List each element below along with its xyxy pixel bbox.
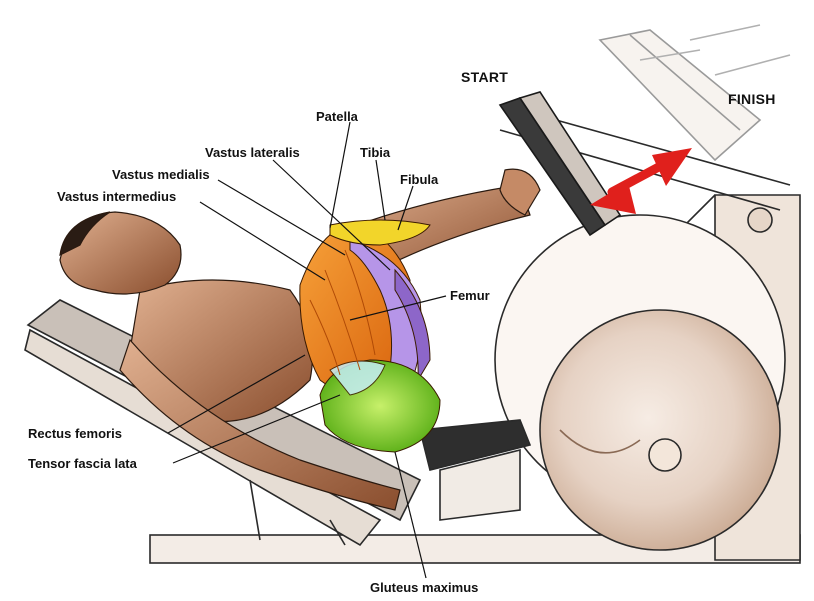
- finish-label: FINISH: [728, 92, 776, 106]
- thigh-muscles: [300, 220, 440, 452]
- vastus-medialis-label: Vastus medialis: [112, 168, 210, 181]
- patella-label: Patella: [316, 110, 358, 123]
- leader-vastus-medialis: [218, 180, 345, 255]
- gluteus-maximus-label: Gluteus maximus: [370, 581, 478, 594]
- vastus-lateralis-label: Vastus lateralis: [205, 146, 300, 159]
- fibula-label: Fibula: [400, 173, 438, 186]
- tibia-label: Tibia: [360, 146, 390, 159]
- leader-vastus-intermedius: [200, 202, 325, 280]
- weight-plates: [495, 215, 785, 550]
- vastus-intermedius-label: Vastus intermedius: [57, 190, 176, 203]
- leader-patella: [330, 122, 350, 228]
- femur-label: Femur: [450, 289, 490, 302]
- start-label: START: [461, 70, 508, 84]
- rectus-femoris-label: Rectus femoris: [28, 427, 122, 440]
- tensor-fascia-lata-label: Tensor fascia lata: [28, 457, 137, 470]
- leader-tibia: [376, 160, 385, 220]
